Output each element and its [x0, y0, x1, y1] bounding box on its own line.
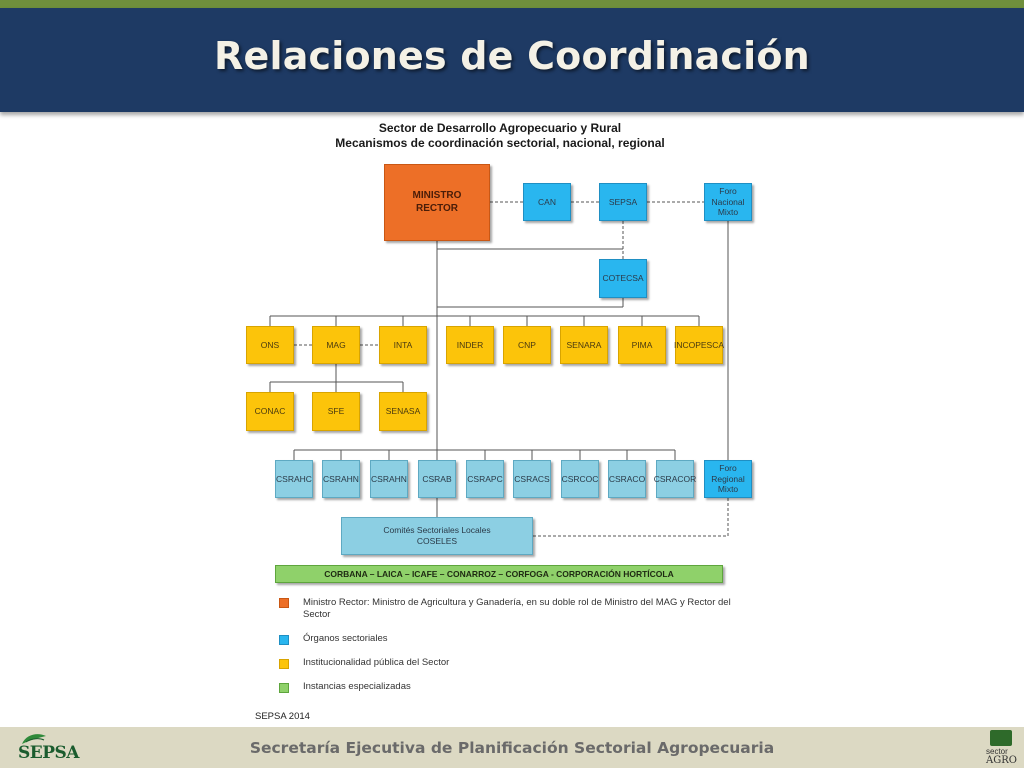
legend-text: Órganos sectoriales	[303, 633, 388, 644]
institution-box: INTA	[379, 326, 427, 364]
top-accent-bar	[0, 0, 1024, 8]
sepsa-logo-text: SEPSA	[18, 743, 79, 763]
legend-swatch-orange	[279, 598, 289, 608]
institution-box: MAG	[312, 326, 360, 364]
mag-child-label: CONAC	[254, 406, 286, 417]
sepsa-label: SEPSA	[608, 196, 638, 207]
regional-committee-box: CSRAPC	[466, 460, 504, 498]
institution-label: SENARA	[566, 339, 602, 350]
regional-committee-label: CSRAB	[422, 473, 452, 484]
diagram-subtitle: Mecanismos de coordinación sectorial, na…	[335, 136, 665, 150]
footer-bar	[0, 727, 1024, 768]
institution-box: INDER	[446, 326, 494, 364]
regional-committee-label: CSRAHC	[276, 473, 312, 484]
regional-committee-box: CSRAHN	[370, 460, 408, 498]
institution-box: INCOPESCA	[673, 326, 725, 364]
cotecsa-box: COTECSA	[599, 259, 647, 298]
institution-label: INDER	[456, 339, 484, 350]
source-note: SEPSA 2014	[255, 711, 310, 722]
sector-agro-mark-icon	[990, 730, 1012, 746]
regional-committee-label: CSRAHN	[323, 473, 359, 484]
legend-swatch-green	[279, 683, 289, 693]
mag-child-box: CONAC	[246, 392, 294, 431]
foro-regional-label: Foro Regional Mixto	[711, 463, 745, 495]
regional-committee-box: CSRACO	[608, 460, 646, 498]
footer-text: Secretaría Ejecutiva de Planificación Se…	[249, 739, 775, 757]
legend-text: Institucionalidad pública del Sector	[303, 657, 450, 668]
institution-label: MAG	[326, 339, 346, 350]
sector-agro-logo-top: sector	[986, 747, 1008, 756]
diagram-title: Sector de Desarrollo Agropecuario y Rura…	[378, 121, 622, 135]
regional-committee-box: CSRAHC	[275, 460, 313, 498]
cotecsa-label: COTECSA	[602, 273, 644, 284]
coseles-box: Comités Sectoriales Locales COSELES	[341, 517, 533, 555]
regional-committee-label: CSRCOC	[561, 473, 599, 484]
can-label: CAN	[538, 196, 556, 207]
legend-swatch-blue	[279, 635, 289, 645]
regional-committee-label: CSRACO	[608, 473, 646, 484]
regional-committee-box: CSRAHN	[322, 460, 360, 498]
regional-committee-label: CSRAHN	[371, 473, 407, 484]
instancias-especializadas-label: CORBANA – LAICA – ICAFE – CONARROZ – COR…	[324, 568, 674, 579]
sepsa-box: SEPSA	[599, 183, 647, 221]
mag-child-label: SENASA	[385, 406, 421, 417]
ministro-rector-label: MINISTRO RECTOR	[412, 190, 462, 214]
regional-committee-box: CSRACOR	[653, 460, 697, 498]
can-box: CAN	[523, 183, 571, 221]
sector-agro-logo-bottom: AGRO	[986, 755, 1017, 766]
sector-agro-logo: sector AGRO	[984, 728, 1022, 768]
ministro-rector-box: MINISTRO RECTOR	[384, 164, 490, 241]
institution-label: CNP	[518, 339, 536, 350]
regional-committee-label: CSRAPC	[467, 473, 503, 484]
institution-box: ONS	[246, 326, 294, 364]
foro-nacional-label: Foro Nacional Mixto	[711, 186, 745, 218]
regional-committee-label: CSRACOR	[653, 473, 697, 484]
foro-regional-box: Foro Regional Mixto	[704, 460, 752, 498]
institution-label: PIMA	[631, 339, 653, 350]
leaf-icon	[22, 734, 46, 744]
legend-text: Instancias especializadas	[303, 681, 411, 692]
institution-box: SENARA	[560, 326, 608, 364]
legend-swatch-yellow	[279, 659, 289, 669]
mag-child-box: SFE	[312, 392, 360, 431]
institution-box: PIMA	[618, 326, 666, 364]
mag-child-label: SFE	[327, 406, 345, 417]
regional-committee-box: CSRACS	[513, 460, 551, 498]
coseles-label: Comités Sectoriales Locales COSELES	[383, 525, 491, 546]
regional-committee-box: CSRAB	[418, 460, 456, 498]
institution-label: ONS	[260, 339, 280, 350]
institution-box: CNP	[503, 326, 551, 364]
mag-child-box: SENASA	[379, 392, 427, 431]
page-title: Relaciones de Coordinación	[214, 34, 810, 78]
regional-committee-box: CSRCOC	[561, 460, 599, 498]
institution-label: INCOPESCA	[673, 339, 725, 350]
foro-nacional-box: Foro Nacional Mixto	[704, 183, 752, 221]
regional-committee-label: CSRACS	[514, 473, 550, 484]
institution-label: INTA	[393, 339, 413, 350]
legend-text: Ministro Rector: Ministro de Agricultura…	[303, 597, 731, 621]
instancias-especializadas-bar: CORBANA – LAICA – ICAFE – CONARROZ – COR…	[275, 565, 723, 583]
slide-header: Relaciones de Coordinación	[0, 8, 1024, 112]
sepsa-logo: SEPSA	[16, 732, 79, 764]
